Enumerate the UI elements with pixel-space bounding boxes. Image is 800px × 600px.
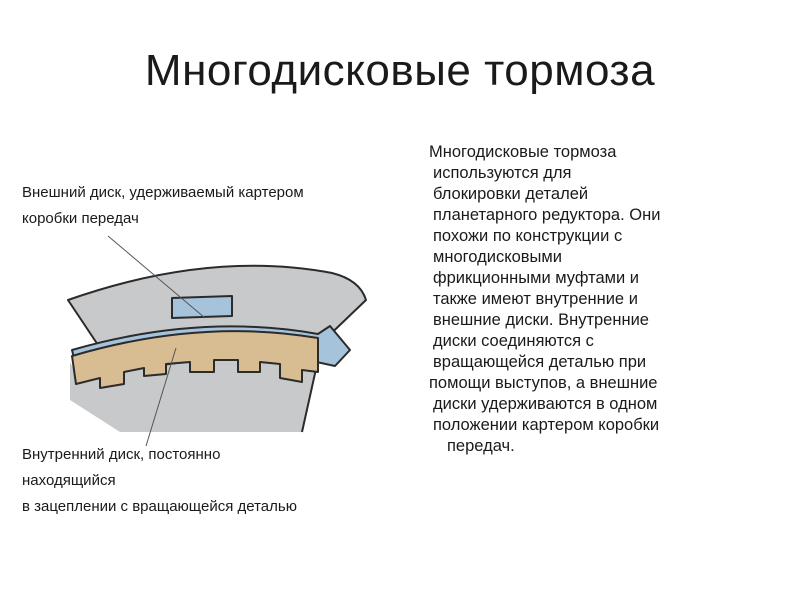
body-line: похожи по конструкции с	[433, 227, 623, 245]
body-line: многодисковыми	[433, 248, 562, 266]
body-line: передач.	[447, 437, 515, 455]
outer-disc-label: Внешний диск, удерживаемый картером коро…	[22, 180, 412, 232]
body-text: Многодисковые тормоза используются для б…	[425, 142, 765, 457]
outer-disc-label-line: коробки передач	[22, 210, 139, 227]
body-line: также имеют внутренние и	[433, 290, 638, 308]
body-line: положении картером коробки	[433, 416, 660, 434]
inner-disc-label-line: Внутренний диск, постоянно	[22, 446, 221, 463]
body-line: используются для	[433, 164, 572, 182]
inner-disc-leader	[145, 347, 177, 447]
hub-lower	[70, 357, 318, 432]
body-line: помощи выступов, а внешние	[429, 374, 658, 392]
outer-disc-label-line: Внешний диск, удерживаемый картером	[22, 184, 304, 201]
inner-disc-label: Внутренний диск, постоянно находящийся в…	[22, 442, 422, 520]
outer-disc	[71, 325, 351, 367]
body-line: внешние диски. Внутренние	[433, 311, 649, 329]
body-line: фрикционными муфтами и	[433, 269, 639, 287]
inner-disc-label-line: находящийся	[22, 472, 116, 489]
body-line: вращающейся деталью при	[433, 353, 647, 371]
body-line: планетарного редуктора. Они	[433, 206, 661, 224]
hub-lower-edge	[79, 356, 320, 433]
inner-disc	[71, 330, 319, 389]
body-line: блокировки деталей	[433, 185, 589, 203]
outer-disc-tab	[171, 295, 233, 319]
body-line: диски соединяются с	[433, 332, 594, 350]
outer-disc-leader	[107, 235, 206, 319]
inner-disc-label-line: в зацеплении с вращающейся деталью	[22, 498, 297, 515]
body-line: диски удерживаются в одном	[433, 395, 658, 413]
slide-title: Многодисковые тормоза	[144, 46, 656, 95]
housing-outer-ring	[67, 264, 367, 349]
body-line: Многодисковые тормоза	[429, 143, 617, 161]
